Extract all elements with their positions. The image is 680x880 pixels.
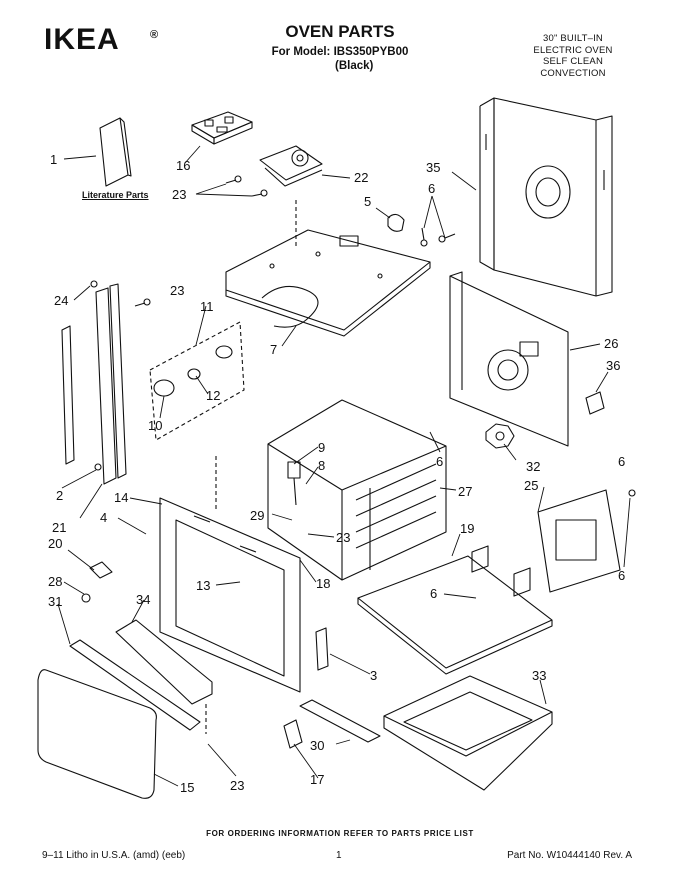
callout-label: 7 [270,342,277,357]
ikea-logo: IKEA [44,25,162,55]
leader-lines [57,145,631,787]
part-trim-31 [69,639,201,731]
callout-label: 30 [310,738,324,753]
callout-label: 18 [316,576,330,591]
callout-label: 13 [196,578,210,593]
part-bottom-tray [383,675,553,791]
callout-label: 6 [428,181,435,196]
part-shelf-tray [357,545,553,675]
part-top-panel [225,229,431,337]
part-number: Part No. W10444140 Rev. A [507,850,632,861]
callout-label: 5 [364,194,371,209]
callout-label: 23 [336,530,350,545]
product-desc-line: ELECTRIC OVEN [533,44,613,56]
product-description: 30" BUILT–IN ELECTRIC OVEN SELF CLEAN CO… [498,33,648,79]
registered-mark: ® [150,29,159,41]
callout-label: 34 [136,592,150,607]
model-line: For Model: IBS350PYB00 (Black) [0,45,680,72]
callout-label: 3 [370,668,377,683]
callout-label: 6 [618,454,625,469]
callout-label: 19 [460,521,474,536]
callout-label: 22 [354,170,368,185]
ordering-note: FOR ORDERING INFORMATION REFER TO PARTS … [206,829,474,838]
literature-parts-label: Literature Parts [82,190,149,200]
part-screw-28 [81,593,91,603]
part-side-panel-right [449,271,569,447]
part-bracket-22 [259,145,323,187]
part-control-board [191,111,253,145]
part-strip-30 [299,699,381,743]
callout-numbers: 1 16 22 23 5 6 35 24 23 11 7 26 36 12 10… [48,152,625,795]
callout-label: 35 [426,160,440,175]
callout-label: 24 [54,293,68,308]
part-rear-panel [479,97,613,297]
callout-label: 8 [318,458,325,473]
part-panel-25 [537,489,636,593]
callout-label: 27 [458,484,472,499]
part-bracket-17 [283,719,303,749]
callout-label: 23 [170,283,184,298]
callout-label: 23 [230,778,244,793]
page-number: 1 [336,850,342,861]
callout-label: 6 [436,454,443,469]
callout-label: 2 [56,488,63,503]
part-gasket-32 [485,423,515,449]
part-front-frame [159,497,301,693]
page-title: OVEN PARTS [285,22,395,41]
model-color: (Black) [335,60,374,72]
callout-label: 12 [206,388,220,403]
product-desc-line: SELF CLEAN [542,56,604,67]
callout-label: 32 [526,459,540,474]
part-screws-35 [420,227,456,247]
callout-label: 20 [48,536,62,551]
callout-label: 33 [532,668,546,683]
part-oven-cavity [267,399,447,581]
part-block-20 [89,561,113,579]
part-door-seal-15 [37,669,157,799]
part-bracket-36 [585,391,605,415]
callout-label: 14 [114,490,128,505]
litho-info: 9–11 Litho in U.S.A. (amd) (eeb) [42,850,186,861]
callout-label: 36 [606,358,620,373]
callout-label: 29 [250,508,264,523]
product-desc-line: CONVECTION [540,67,606,79]
callout-label: 21 [52,520,66,535]
callout-label: 10 [148,418,162,433]
part-bottom-trim [115,619,213,705]
part-screws-top [225,175,268,197]
callout-label: 26 [604,336,618,351]
callout-label: 28 [48,574,62,589]
callout-label: 4 [100,510,107,525]
part-side-trims [61,280,151,485]
model-number: For Model: IBS350PYB00 [271,46,409,58]
callout-label: 15 [180,780,194,795]
callout-label: 31 [48,594,62,609]
product-desc-line: 30" BUILT–IN [543,33,603,44]
callout-label: 16 [176,158,190,173]
callout-label: 6 [430,586,437,601]
callout-label: 17 [310,772,324,787]
callout-label: 6 [618,568,625,583]
callout-label: 11 [200,299,214,314]
callout-label: 1 [50,152,57,167]
assembly-lines [205,200,297,734]
brand-logo-text: IKEA [44,23,120,56]
callout-label: 23 [172,187,186,202]
part-literature-booklet [99,117,132,187]
callout-label: 25 [524,478,538,493]
part-bracket-3 [315,627,329,671]
part-clip-5 [387,213,405,232]
callout-label: 9 [318,440,325,455]
